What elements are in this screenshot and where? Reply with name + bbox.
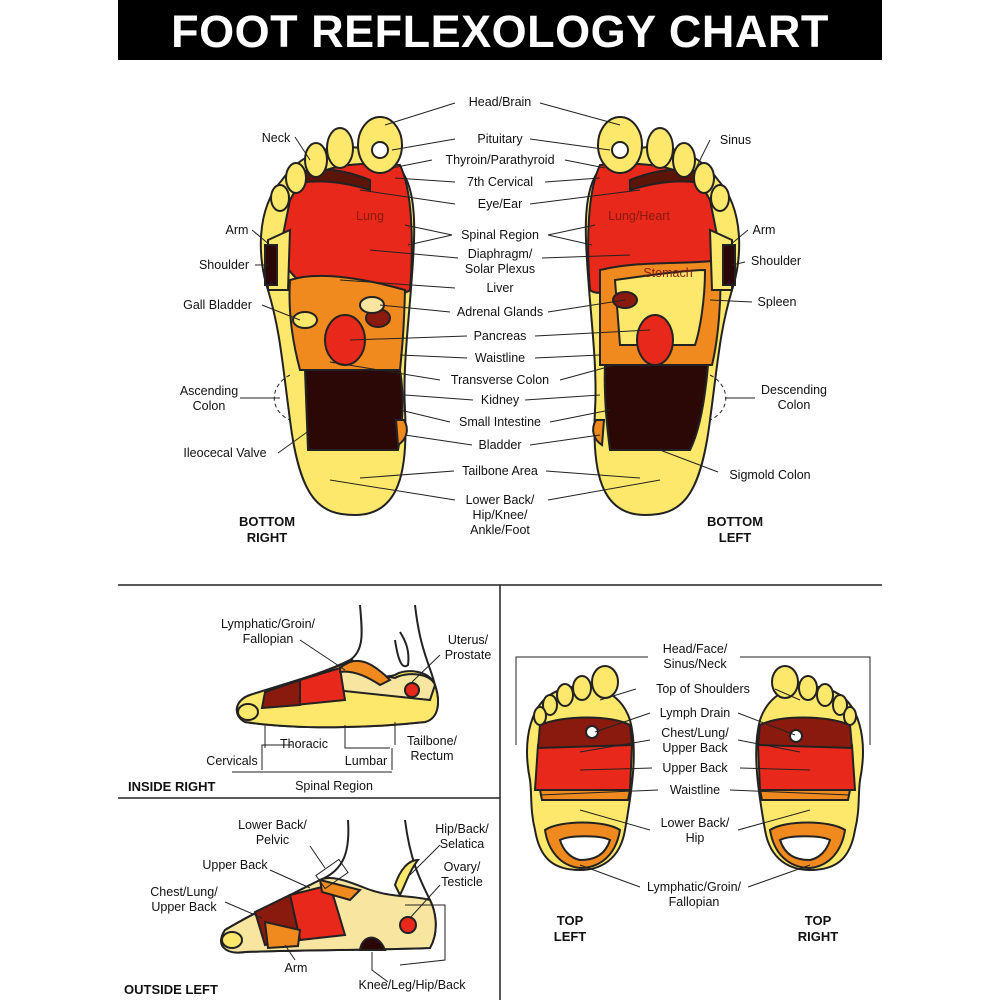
label-gall-bladder: Gall Bladder [183, 298, 252, 312]
label-7th-cervical: 7th Cervical [467, 175, 533, 189]
label-cervicals: Cervicals [206, 754, 258, 768]
footer-top-right: TOP RIGHT [797, 913, 839, 944]
label-spinal-region: Spinal Region [461, 228, 539, 242]
foot-top-left [526, 665, 635, 872]
outside-left-title: OUTSIDE LEFT [124, 982, 218, 997]
label-tailbone: Tailbone Area [462, 464, 538, 478]
label-thoracic: Thoracic [280, 737, 328, 751]
label-shoulder-left: Shoulder [198, 258, 250, 272]
label-head-face-sinus: Head/Face/ Sinus/Neck [662, 642, 728, 671]
label-pancreas: Pancreas [473, 329, 527, 343]
footer-bottom-right: BOTTOM RIGHT [238, 514, 296, 545]
label-stomach: Stomach [643, 266, 693, 280]
label-sigmoid-colon: Sigmold Colon [729, 468, 811, 482]
label-lower-back-pelvic: Lower Back/ Pelvic [238, 818, 307, 847]
foot-top-right [755, 665, 864, 872]
label-ileocecal: Ileocecal Valve [183, 446, 267, 460]
foot-bottom-left [584, 116, 741, 517]
label-ascending-colon: Ascending Colon [179, 384, 239, 413]
label-eye-ear: Eye/Ear [477, 197, 523, 211]
label-descending-colon: Descending Colon [760, 383, 827, 412]
label-shoulder-right: Shoulder [750, 254, 802, 268]
label-top-of-shoulders: Top of Shoulders [656, 682, 750, 696]
label-transverse-colon: Transverse Colon [450, 373, 550, 387]
label-arm-outside: Arm [284, 961, 308, 975]
label-small-intestine: Small Intestine [459, 415, 541, 429]
label-lower-back-hip-top: Lower Back/ Hip [660, 816, 730, 845]
panel-dividers [118, 584, 882, 1000]
label-bladder: Bladder [478, 438, 522, 452]
label-lung: Lung [356, 209, 384, 223]
footer-top-left: TOP LEFT [553, 913, 587, 944]
top-leader-lines [240, 102, 755, 501]
label-tailbone-rectum: Tailbone/ Rectum [406, 734, 458, 763]
outside-leader-lines [224, 844, 446, 983]
label-lymphatic-top: Lymphatic/Groin/ Fallopian [646, 880, 742, 909]
label-head-brain: Head/Brain [468, 95, 532, 109]
label-ovary-testicle: Ovary/ Testicle [441, 860, 483, 889]
label-arm-right: Arm [752, 223, 776, 237]
label-spleen: Spleen [757, 295, 797, 309]
label-hip-back-sciatica: Hip/Back/ Selatica [435, 822, 489, 851]
label-chest-lung-top: Chest/Lung/ Upper Back [661, 726, 729, 755]
label-pituitary: Pituitary [477, 132, 523, 146]
label-adrenal: Adrenal Glands [456, 305, 544, 319]
label-thyroid: Thyroin/Parathyroid [445, 153, 555, 167]
label-arm-left: Arm [225, 223, 249, 237]
label-upper-back-top: Upper Back [662, 761, 728, 775]
inside-right-title: INSIDE RIGHT [128, 779, 216, 794]
label-kidney: Kidney [480, 393, 520, 407]
label-chest-lung-outside: Chest/Lung/ Upper Back [150, 885, 218, 914]
label-liver: Liver [486, 281, 514, 295]
label-waistline: Waistline [474, 351, 526, 365]
title-bar: FOOT REFLEXOLOGY CHART [118, 0, 882, 60]
label-lumbar: Lumbar [344, 754, 388, 768]
label-knee-leg-hip: Knee/Leg/Hip/Back [358, 978, 466, 992]
top-feet-leader-lines [515, 656, 871, 888]
label-lung-heart: Lung/Heart [608, 209, 670, 223]
label-diaphragm: Diaphragm/ Solar Plexus [464, 247, 536, 276]
footer-bottom-left: BOTTOM LEFT [706, 514, 764, 545]
foot-outside-left [220, 819, 437, 954]
inside-leader-lines [232, 639, 441, 773]
label-neck: Neck [261, 131, 291, 145]
label-sinus: Sinus [719, 133, 752, 147]
foot-inside-right [235, 604, 439, 729]
label-spinal-region-inside: Spinal Region [295, 779, 373, 793]
label-waistline-top: Waistline [669, 783, 721, 797]
chart-title: FOOT REFLEXOLOGY CHART [171, 6, 829, 57]
foot-bottom-right [259, 116, 416, 517]
label-lymphatic-inside: Lymphatic/Groin/ Fallopian [220, 617, 316, 646]
label-upper-back-outside: Upper Back [202, 858, 268, 872]
label-lower-back: Lower Back/ Hip/Knee/ Ankle/Foot [465, 493, 535, 537]
label-lymph-drain: Lymph Drain [659, 706, 731, 720]
label-uterus-prostate: Uterus/ Prostate [444, 633, 492, 662]
